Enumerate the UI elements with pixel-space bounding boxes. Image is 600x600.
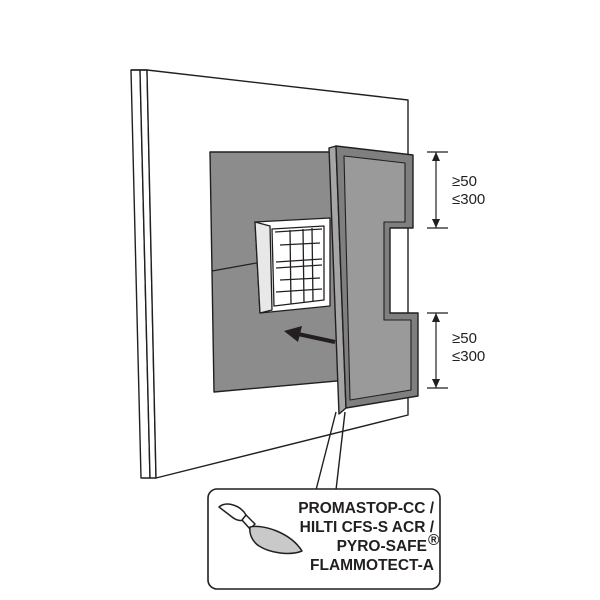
dimension-lower-min: ≥50 xyxy=(452,330,477,347)
registered-mark: ® xyxy=(428,532,440,549)
trowel-icon xyxy=(218,503,303,555)
callout-line-3: PYRO-SAFE xyxy=(337,538,427,555)
callout-line-2: HILTI CFS-S ACR / xyxy=(300,519,435,536)
callout-leader xyxy=(315,411,346,491)
callout-line-1: PROMASTOP-CC / xyxy=(298,500,434,517)
board-piece-inner xyxy=(343,155,412,401)
dimension-upper xyxy=(427,151,448,229)
cut-board-piece xyxy=(328,145,419,415)
dimension-upper-max: ≤300 xyxy=(452,191,485,208)
board-seam xyxy=(211,261,263,272)
dimension-lower-max: ≤300 xyxy=(452,348,485,365)
damper-frame xyxy=(254,217,331,314)
dimension-lower xyxy=(427,312,448,389)
callout-box xyxy=(207,488,441,590)
dimension-upper-min: ≥50 xyxy=(452,173,477,190)
callout-line-4: FLAMMOTECT-A xyxy=(310,557,434,574)
direction-arrow xyxy=(284,326,336,344)
